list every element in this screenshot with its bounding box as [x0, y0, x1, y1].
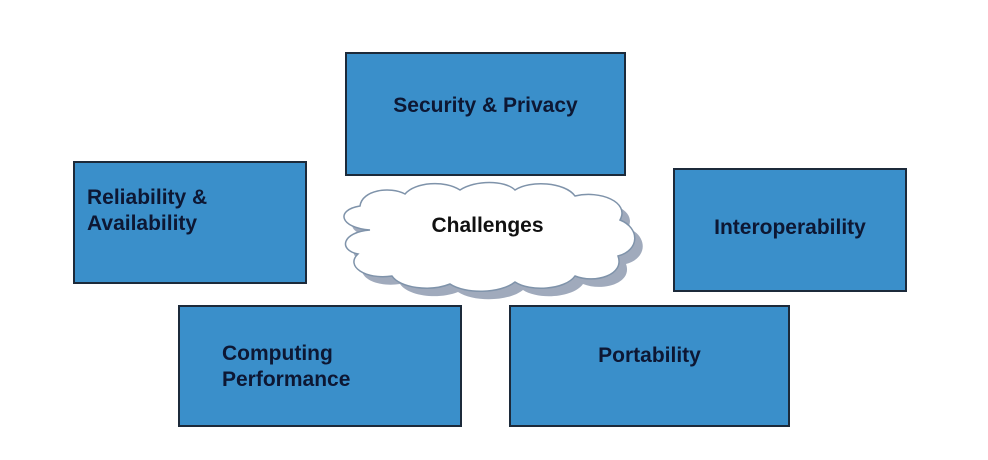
interoperability-box: Interoperability — [673, 168, 907, 292]
interoperability-label: Interoperability — [714, 216, 866, 239]
portability-label: Portability — [598, 344, 701, 367]
cloud-icon — [343, 181, 643, 300]
reliability-availability-label: Reliability & Availability — [87, 186, 208, 235]
challenges-label: Challenges — [431, 214, 544, 237]
computing-performance-box: Computing Performance — [178, 305, 462, 427]
challenges-cloud: Challenges — [330, 180, 650, 300]
security-privacy-label: Security & Privacy — [393, 94, 578, 117]
security-privacy-box: Security & Privacy — [345, 52, 626, 176]
computing-performance-label: Computing Performance — [222, 342, 351, 391]
portability-box: Portability — [509, 305, 790, 427]
reliability-availability-box: Reliability & Availability — [73, 161, 307, 284]
